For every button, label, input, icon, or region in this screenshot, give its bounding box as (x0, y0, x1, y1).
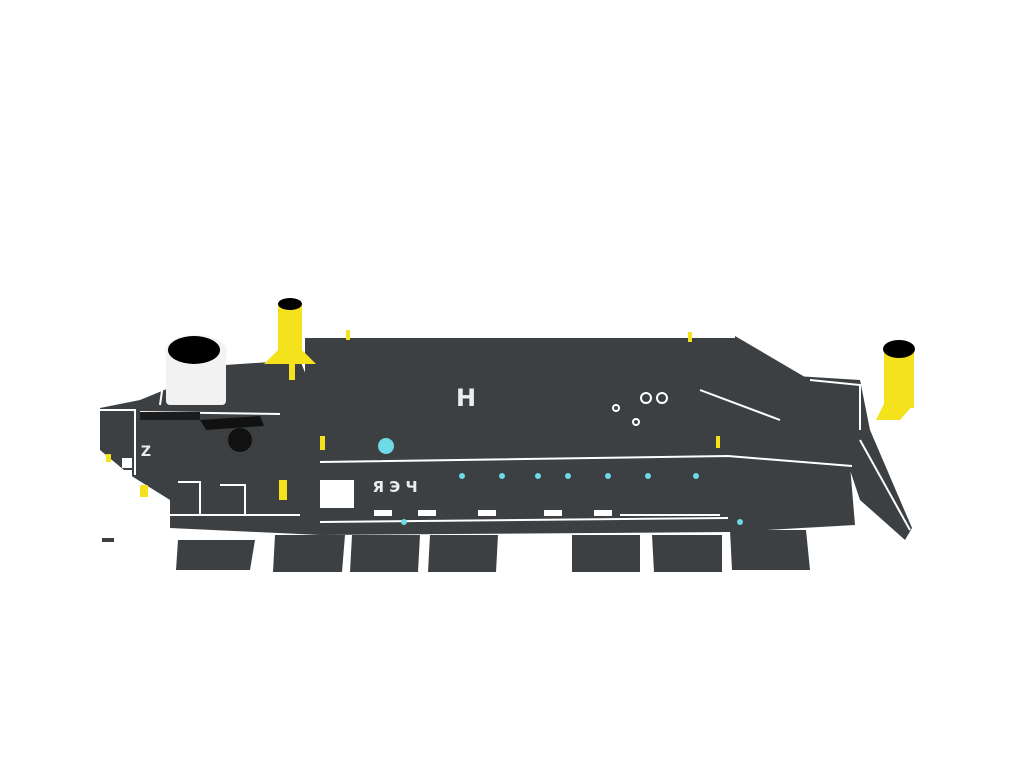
deck-light (378, 438, 394, 454)
funnel-aft (264, 298, 316, 380)
hatch-3 (612, 404, 620, 412)
funnel-bow-opening (883, 340, 915, 358)
side-light-7 (693, 473, 699, 479)
side-light-9 (401, 519, 407, 525)
pontoon-5 (572, 535, 640, 572)
side-light-3 (535, 473, 541, 479)
crane-boom (140, 412, 200, 420)
deck-letter: H (456, 384, 476, 412)
post-1 (279, 480, 287, 500)
pontoon-3 (350, 535, 420, 572)
side-light-1 (459, 473, 465, 479)
side-light-6 (645, 473, 651, 479)
hatch-2 (656, 392, 668, 404)
window-5 (594, 510, 612, 516)
yellow-posts (106, 330, 720, 500)
crane-arm (200, 416, 264, 430)
side-light-2 (499, 473, 505, 479)
tank-opening (168, 336, 220, 364)
funnel-aft-opening (278, 298, 302, 310)
window-3 (478, 510, 496, 516)
bow-marking: Z (141, 444, 151, 460)
funnel-aft-stem (289, 360, 295, 380)
deck-hatches (612, 392, 668, 426)
side-light-4 (565, 473, 571, 479)
side-light-8 (737, 519, 743, 525)
pontoon-1 (176, 540, 255, 570)
post-2 (320, 436, 325, 450)
debris-fragment (102, 538, 114, 542)
pontoons (176, 530, 810, 572)
funnel-aft-base (264, 350, 316, 364)
crane-base (228, 428, 252, 452)
aft-window-2 (122, 470, 132, 478)
post-6 (140, 485, 148, 497)
side-door (320, 480, 354, 508)
pontoon-6 (652, 535, 722, 572)
post-4 (688, 332, 692, 342)
window-1 (374, 510, 392, 516)
pontoon-7 (730, 530, 810, 570)
side-light-5 (605, 473, 611, 479)
pontoon-4 (428, 535, 498, 572)
aft-tank (165, 335, 227, 405)
funnel-bow (876, 340, 915, 420)
post-3 (346, 330, 350, 340)
markings: H Я Э Ч Z (141, 384, 476, 496)
crane (140, 412, 264, 452)
post-7 (106, 454, 111, 462)
aft-window-1 (122, 458, 132, 468)
funnel-bow-body (884, 352, 914, 408)
pontoon-2 (273, 535, 345, 572)
side-windows (122, 458, 612, 516)
post-5 (716, 436, 720, 448)
window-4 (544, 510, 562, 516)
side-marking: Я Э Ч (372, 478, 417, 496)
aft-superstructure (100, 360, 320, 500)
nav-lights (378, 438, 743, 525)
funnel-aft-body (278, 304, 302, 358)
hatch-1 (640, 392, 652, 404)
hatch-4 (632, 418, 640, 426)
window-2 (418, 510, 436, 516)
funnel-bow-base (876, 404, 914, 420)
